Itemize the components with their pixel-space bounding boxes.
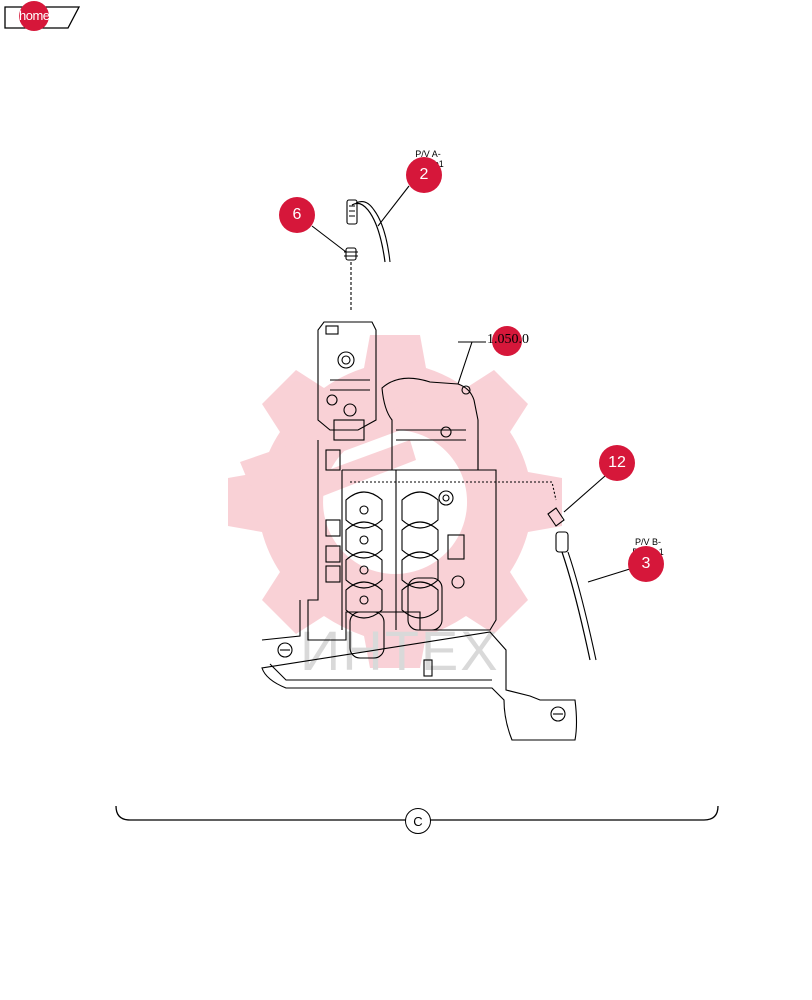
reference-link[interactable]: 1.050.0 xyxy=(487,326,529,356)
home-badge[interactable]: home xyxy=(19,1,50,31)
callout-6[interactable]: 6 xyxy=(279,197,315,233)
reference-label: 1.050.0 xyxy=(487,332,529,347)
callout-3[interactable]: 3 xyxy=(628,546,664,582)
watermark-text: ИНТЕХ xyxy=(300,619,500,682)
callout-12[interactable]: 12 xyxy=(599,445,635,481)
hose-a-label-line1: P/V A- xyxy=(415,149,441,159)
left-spool-stack xyxy=(345,491,383,619)
callout-2[interactable]: 2 xyxy=(406,157,442,193)
hose-b-label-line1: P/V B- xyxy=(634,537,661,547)
reference-badge xyxy=(492,326,522,356)
section-letter: C xyxy=(405,808,431,834)
watermark-gear-icon xyxy=(228,335,562,668)
